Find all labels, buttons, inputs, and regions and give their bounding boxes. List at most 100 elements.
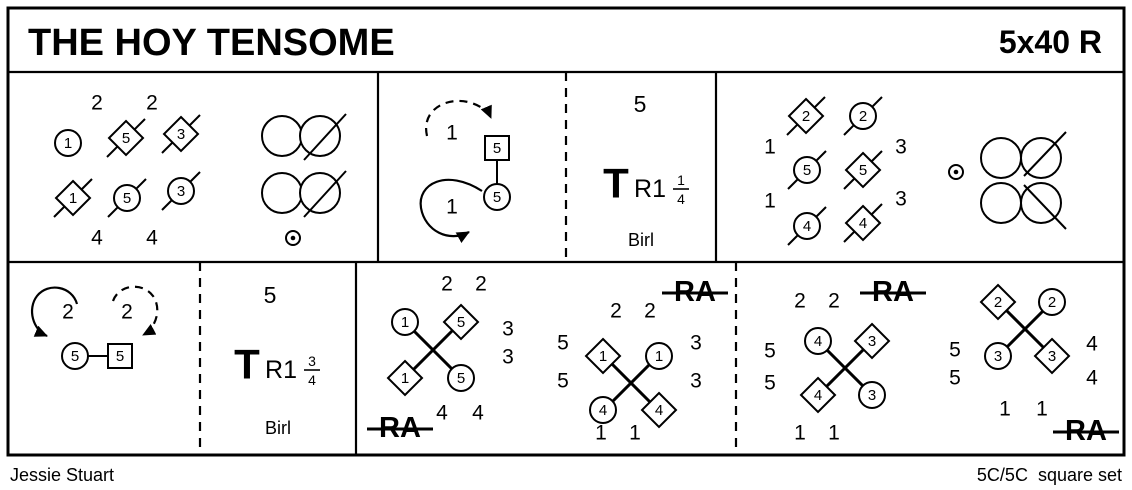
dancer-number: 4 bbox=[814, 333, 822, 350]
position-number-2: 2 bbox=[610, 300, 622, 323]
position-number-4: 4 bbox=[91, 227, 103, 250]
position-number-4: 4 bbox=[436, 402, 448, 425]
diagram-border bbox=[6, 6, 1126, 457]
dancer-number: 5 bbox=[493, 140, 501, 157]
dancer-number: 5 bbox=[859, 162, 867, 179]
label-birl: Birl bbox=[628, 230, 654, 250]
dancer-diamond-4 bbox=[640, 391, 678, 429]
position-number-5: 5 bbox=[764, 340, 776, 363]
position-number-1: 1 bbox=[999, 398, 1011, 421]
hands-ring bbox=[261, 115, 303, 157]
dancer-number: 5 bbox=[116, 348, 124, 365]
dancer-circle-4 bbox=[804, 327, 832, 355]
dancer-number: 1 bbox=[401, 370, 409, 387]
dancer-circle-3 bbox=[984, 342, 1012, 370]
dancer-diamond-2 bbox=[787, 97, 825, 135]
dancer-number: 4 bbox=[655, 402, 663, 419]
position-number-3: 3 bbox=[690, 332, 702, 355]
dancer-circle-1 bbox=[645, 342, 673, 370]
dance-code: 5x40 R bbox=[999, 24, 1102, 60]
dancer-circle-3 bbox=[858, 381, 886, 409]
dancer-circle-4 bbox=[589, 396, 617, 424]
label-birl: Birl bbox=[265, 418, 291, 438]
dancer-number: 3 bbox=[1048, 348, 1056, 365]
link-line bbox=[1023, 184, 1067, 230]
dancer-number: 1 bbox=[401, 314, 409, 331]
dancer-circle-3 bbox=[167, 177, 195, 205]
position-number-2: 2 bbox=[828, 290, 840, 313]
dancer-circle-5 bbox=[113, 184, 141, 212]
position-number-5: 5 bbox=[764, 372, 776, 395]
dancer-diamond-3 bbox=[853, 322, 891, 360]
dancer-diamond-5 bbox=[844, 151, 882, 189]
dancer-number: 4 bbox=[814, 387, 822, 404]
dancer-diamond-1 bbox=[54, 179, 92, 217]
dancer-number: 4 bbox=[599, 402, 607, 419]
fraction-numerator: 3 bbox=[308, 353, 316, 369]
dancer-number: 5 bbox=[457, 370, 465, 387]
dancer-number: 5 bbox=[457, 314, 465, 331]
dancer-square-5 bbox=[107, 343, 133, 369]
dancer-number: 5 bbox=[71, 348, 79, 365]
dancer-circle-5 bbox=[483, 183, 511, 211]
dancer-number: 3 bbox=[868, 387, 876, 404]
position-number-4: 4 bbox=[146, 227, 158, 250]
dashed-track-arrow bbox=[425, 99, 493, 137]
fraction-numerator: 1 bbox=[677, 172, 685, 188]
label-5: 5 bbox=[264, 282, 277, 308]
dancer-number: 5 bbox=[803, 162, 811, 179]
dancer-diamond-1 bbox=[386, 359, 424, 397]
centre-marker-dot bbox=[953, 169, 959, 175]
position-number-3: 3 bbox=[502, 318, 514, 341]
dancer-number: 5 bbox=[123, 190, 131, 207]
position-number-1: 1 bbox=[629, 422, 641, 445]
dancer-diamond-5 bbox=[107, 119, 145, 157]
dancer-diamond-5 bbox=[442, 303, 480, 341]
dancer-number: 5 bbox=[493, 189, 501, 206]
position-number-1: 1 bbox=[446, 122, 458, 145]
fraction-denominator: 4 bbox=[308, 372, 316, 388]
dancer-number: 3 bbox=[994, 348, 1002, 365]
dancer-number: 4 bbox=[859, 215, 867, 232]
dancer-number: 4 bbox=[803, 218, 811, 235]
link-line bbox=[1023, 131, 1067, 177]
position-number-4: 4 bbox=[1086, 333, 1098, 356]
dance-title: THE HOY TENSOME bbox=[28, 22, 395, 64]
position-number-2: 2 bbox=[644, 300, 656, 323]
dancer-diamond-4 bbox=[844, 204, 882, 242]
position-number-3: 3 bbox=[690, 370, 702, 393]
link-line bbox=[303, 170, 347, 218]
track-arrow bbox=[419, 178, 483, 244]
dancer-diamond-4 bbox=[799, 376, 837, 414]
dancer-number: 5 bbox=[122, 130, 130, 147]
label-5: 5 bbox=[634, 91, 647, 117]
track-arrow bbox=[30, 286, 79, 338]
label-r1: R1 bbox=[634, 175, 666, 203]
dancer-circle-4 bbox=[793, 212, 821, 240]
dancer-diamond-3 bbox=[1033, 337, 1071, 375]
dancer-diamond-2 bbox=[979, 283, 1017, 321]
position-number-3: 3 bbox=[895, 136, 907, 159]
position-number-1: 1 bbox=[595, 422, 607, 445]
dancer-number: 2 bbox=[802, 108, 810, 125]
position-number-5: 5 bbox=[557, 370, 569, 393]
link-line bbox=[303, 113, 347, 161]
position-number-5: 5 bbox=[949, 367, 961, 390]
hands-ring bbox=[299, 172, 341, 214]
dancer-diamond-1 bbox=[584, 337, 622, 375]
position-number-2: 2 bbox=[121, 301, 133, 324]
position-number-1: 1 bbox=[764, 190, 776, 213]
dancer-circle-1 bbox=[391, 308, 419, 336]
dancer-circle-2 bbox=[1038, 288, 1066, 316]
position-number-2: 2 bbox=[794, 290, 806, 313]
dancer-circle-5 bbox=[447, 364, 475, 392]
position-number-4: 4 bbox=[1086, 367, 1098, 390]
position-number-2: 2 bbox=[475, 273, 487, 296]
label-r1: R1 bbox=[265, 356, 297, 384]
dancer-circle-1 bbox=[54, 129, 82, 157]
position-number-2: 2 bbox=[62, 301, 74, 324]
position-number-5: 5 bbox=[557, 332, 569, 355]
dancer-number: 1 bbox=[64, 135, 72, 152]
